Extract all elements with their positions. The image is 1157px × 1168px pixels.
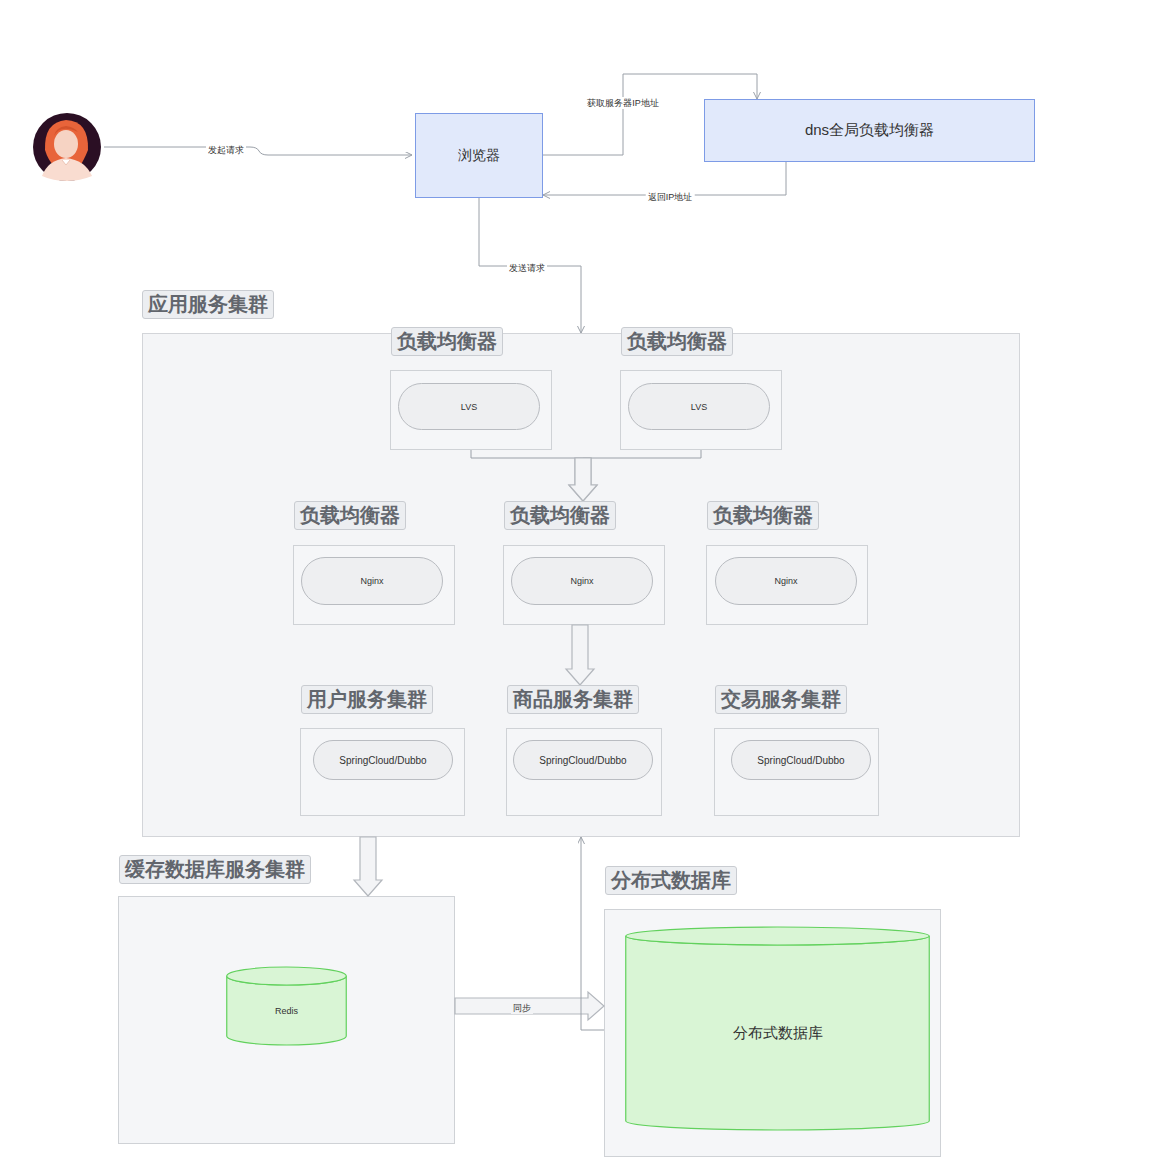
connector-line: [479, 198, 581, 333]
connector: [566, 625, 594, 685]
line-label: 发起请求: [206, 144, 246, 156]
cluster-panel: LVS负载均衡器LVS负载均衡器Nginx负载均衡器Nginx负载均衡器Ngin…: [142, 333, 1020, 837]
cylinder-top: [626, 927, 930, 945]
group-heading: 负载均衡器: [504, 501, 616, 530]
group-panel: Nginx负载均衡器: [503, 545, 665, 625]
connector: [581, 837, 604, 1030]
group-heading: 负载均衡器: [391, 327, 503, 356]
service-pill: Nginx: [511, 557, 653, 605]
node-label: SpringCloud/Dubbo: [757, 755, 844, 766]
block-arrow: [455, 992, 604, 1020]
process-box: 浏览器: [415, 113, 543, 198]
user-avatar: [33, 113, 101, 181]
group-panel: Nginx负载均衡器: [293, 545, 455, 625]
block-arrow: [569, 458, 597, 501]
group-panel: LVS负载均衡器: [390, 370, 552, 450]
node-label: 分布式数据库: [733, 1014, 823, 1043]
edge-label-holder: 返回IP地址: [646, 186, 695, 204]
block-arrow: [566, 625, 594, 685]
service-pill: LVS: [398, 383, 540, 430]
edge-label: 同步: [511, 1002, 533, 1014]
edge-label: 返回IP地址: [646, 191, 695, 203]
heading-holder: 负载均衡器: [504, 501, 616, 530]
node-label: LVS: [691, 402, 707, 412]
request-line: [104, 147, 412, 155]
connector-line: [471, 450, 583, 458]
service-pill: SpringCloud/Dubbo: [313, 740, 453, 780]
group-panel: SpringCloud/Dubbo商品服务集群: [506, 728, 662, 816]
cylinder-body: [227, 976, 347, 1045]
process-box: dns全局负载均衡器: [704, 99, 1035, 162]
heading-holder: 分布式数据库: [605, 866, 737, 895]
block-arrow: [569, 458, 597, 501]
database-cylinder: Redis: [226, 967, 347, 1045]
service-pill: SpringCloud/Dubbo: [731, 740, 871, 780]
heading-holder: 缓存数据库服务集群: [119, 855, 311, 884]
group-heading: 交易服务集群: [715, 685, 847, 714]
heading-holder: 商品服务集群: [507, 685, 639, 714]
group-panel: LVS负载均衡器: [620, 370, 782, 450]
heading-holder: 应用服务集群: [142, 290, 274, 319]
edge-label: 获取服务器IP地址: [585, 97, 661, 109]
edge-label-holder: 发送请求: [507, 257, 547, 275]
heading-holder: 负载均衡器: [621, 327, 733, 356]
node-label: Nginx: [570, 576, 593, 586]
connector: [455, 992, 604, 1020]
service-pill: Nginx: [301, 557, 443, 605]
heading-holder: 交易服务集群: [715, 685, 847, 714]
connector: [354, 837, 382, 896]
node-label: 浏览器: [458, 147, 500, 165]
edge-label: 发送请求: [507, 262, 547, 274]
node-label: dns全局负载均衡器: [805, 121, 934, 140]
node-label: Nginx: [360, 576, 383, 586]
connector-line: [543, 74, 757, 155]
note-holder: 发起请求: [206, 139, 246, 157]
group-heading: 缓存数据库服务集群: [119, 855, 311, 884]
group-panel: SpringCloud/Dubbo用户服务集群: [300, 728, 465, 816]
heading-holder: 负载均衡器: [707, 501, 819, 530]
edge-label-holder: 同步: [511, 997, 533, 1015]
heading-holder: 用户服务集群: [301, 685, 433, 714]
service-pill: LVS: [628, 383, 770, 430]
connector: [471, 450, 597, 501]
node-label: LVS: [461, 402, 477, 412]
node-label: SpringCloud/Dubbo: [339, 755, 426, 766]
heading-holder: 负载均衡器: [294, 501, 406, 530]
group-panel: Nginx负载均衡器: [706, 545, 868, 625]
group-heading: 用户服务集群: [301, 685, 433, 714]
database-cylinder: 分布式数据库: [625, 927, 930, 1130]
group-panel: SpringCloud/Dubbo交易服务集群: [714, 728, 879, 816]
service-pill: Nginx: [715, 557, 857, 605]
group-panel: 分布式数据库分布式数据库: [604, 909, 941, 1157]
node-label: SpringCloud/Dubbo: [539, 755, 626, 766]
group-heading: 负载均衡器: [621, 327, 733, 356]
heading-holder: 负载均衡器: [391, 327, 503, 356]
group-heading: 商品服务集群: [507, 685, 639, 714]
group-panel: Redis缓存数据库服务集群: [118, 896, 455, 1144]
connector: [543, 74, 757, 155]
node-label: Nginx: [774, 576, 797, 586]
node-label: Redis: [275, 996, 298, 1016]
cylinder-body: [626, 936, 930, 1130]
connector-line: [583, 450, 701, 458]
connector: [569, 450, 701, 501]
group-heading: 分布式数据库: [605, 866, 737, 895]
connector-line: [581, 837, 604, 1030]
service-pill: SpringCloud/Dubbo: [513, 740, 653, 780]
edge-label-holder: 获取服务器IP地址: [585, 92, 661, 110]
group-heading: 负载均衡器: [294, 501, 406, 530]
block-arrow: [354, 837, 382, 896]
connector: [479, 198, 581, 333]
group-heading: 负载均衡器: [707, 501, 819, 530]
group-heading: 应用服务集群: [142, 290, 274, 319]
cylinder-top: [227, 967, 347, 985]
